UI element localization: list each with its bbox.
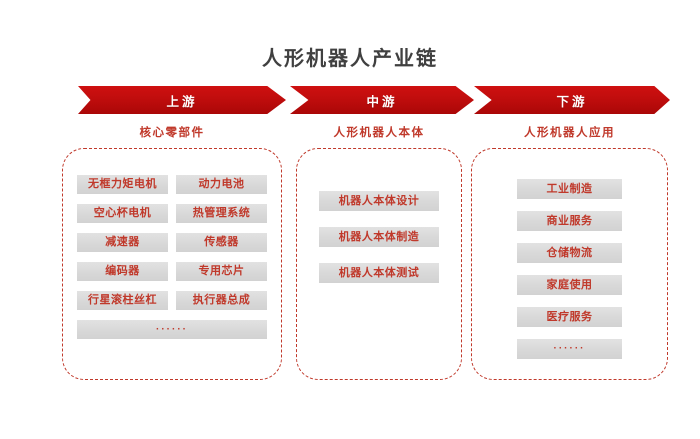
panel-upstream: 无框力矩电机 动力电池 空心杯电机 热管理系统 减速器 传感器 编码器 专用芯片…: [62, 148, 282, 380]
list-item[interactable]: 仓储物流: [517, 243, 622, 263]
panel-downstream-content: 工业制造 商业服务 仓储物流 家庭使用 医疗服务 ······: [472, 149, 667, 379]
panel-midstream: 机器人本体设计 机器人本体制造 机器人本体测试: [296, 148, 462, 380]
column-heading-upstream: 核心零部件: [139, 127, 205, 139]
panel-downstream: 工业制造 商业服务 仓储物流 家庭使用 医疗服务 ······: [471, 148, 668, 380]
downstream-chip-stack: 工业制造 商业服务 仓储物流 家庭使用 医疗服务 ······: [486, 175, 653, 359]
stage-arrow-label: 下游: [556, 94, 588, 109]
page-title: 人形机器人产业链: [262, 48, 438, 70]
column-heading-downstream: 人形机器人应用: [524, 127, 615, 139]
stage-arrow-label: 中游: [366, 94, 398, 109]
list-item[interactable]: 医疗服务: [517, 307, 622, 327]
list-item[interactable]: 专用芯片: [176, 262, 267, 281]
list-item[interactable]: 家庭使用: [517, 275, 622, 295]
stage-arrow-downstream[interactable]: 下游: [474, 86, 670, 114]
list-item[interactable]: 传感器: [176, 233, 267, 252]
list-item[interactable]: 行星滚柱丝杠: [77, 291, 168, 310]
list-item[interactable]: 动力电池: [176, 175, 267, 194]
list-item[interactable]: 机器人本体测试: [319, 263, 439, 283]
list-item[interactable]: 空心杯电机: [77, 204, 168, 223]
list-item[interactable]: 编码器: [77, 262, 168, 281]
stage-arrow-midstream[interactable]: 中游: [290, 86, 474, 114]
upstream-chip-grid: 无框力矩电机 动力电池 空心杯电机 热管理系统 减速器 传感器 编码器 专用芯片…: [77, 175, 267, 339]
list-item[interactable]: 无框力矩电机: [77, 175, 168, 194]
list-item[interactable]: 商业服务: [517, 211, 622, 231]
list-item[interactable]: 减速器: [77, 233, 168, 252]
list-item-more[interactable]: ······: [517, 339, 622, 359]
list-item[interactable]: 热管理系统: [176, 204, 267, 223]
panel-upstream-content: 无框力矩电机 动力电池 空心杯电机 热管理系统 减速器 传感器 编码器 专用芯片…: [63, 149, 281, 379]
list-item[interactable]: 工业制造: [517, 179, 622, 199]
list-item[interactable]: 机器人本体设计: [319, 191, 439, 211]
stage-arrow-label: 上游: [166, 94, 198, 109]
column-heading-midstream: 人形机器人本体: [333, 127, 425, 139]
list-item[interactable]: 机器人本体制造: [319, 227, 439, 247]
stage-arrow-row: 上游 中游 下游: [0, 86, 700, 114]
list-item[interactable]: 执行器总成: [176, 291, 267, 310]
list-item-more[interactable]: ······: [77, 320, 267, 339]
panel-midstream-content: 机器人本体设计 机器人本体制造 机器人本体测试: [297, 149, 461, 379]
stage-arrow-upstream[interactable]: 上游: [78, 86, 286, 114]
midstream-chip-stack: 机器人本体设计 机器人本体制造 机器人本体测试: [311, 175, 447, 283]
